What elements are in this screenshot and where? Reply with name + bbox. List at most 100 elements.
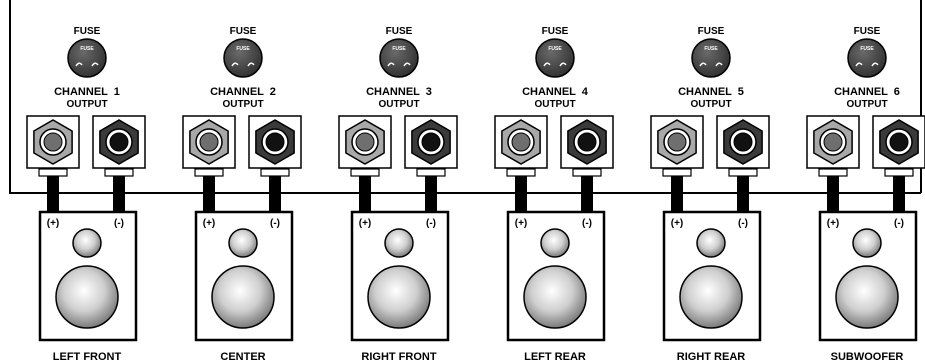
minus-label: (-) bbox=[582, 218, 592, 229]
channel-title: CHANNEL 2 bbox=[210, 86, 276, 98]
tweeter-icon bbox=[696, 228, 726, 258]
negative-terminal[interactable] bbox=[872, 115, 925, 177]
amplifier-panel bbox=[9, 0, 921, 194]
fuse-icon bbox=[223, 38, 263, 78]
fuse-holder[interactable]: FUSE bbox=[847, 38, 887, 78]
negative-terminal-hole bbox=[733, 132, 753, 152]
woofer-icon bbox=[211, 265, 275, 329]
minus-label: (-) bbox=[894, 218, 904, 229]
output-label: OUTPUT bbox=[534, 99, 575, 110]
positive-terminal-base bbox=[194, 168, 224, 177]
negative-terminal-base bbox=[416, 168, 446, 177]
fuse-icon bbox=[379, 38, 419, 78]
negative-terminal[interactable] bbox=[92, 115, 146, 177]
output-label: OUTPUT bbox=[846, 99, 887, 110]
positive-terminal-hole bbox=[823, 132, 843, 152]
speaker-cabinet: (+)(-) bbox=[38, 210, 138, 342]
speaker-label: CENTER bbox=[220, 351, 265, 363]
negative-terminal-base bbox=[728, 168, 758, 177]
speaker-label: SUBWOOFER bbox=[831, 351, 904, 363]
speaker-label: LEFT REAR bbox=[524, 351, 586, 363]
positive-terminal-hole bbox=[667, 132, 687, 152]
plus-label: (+) bbox=[671, 218, 684, 229]
fuse-label: FUSE bbox=[698, 26, 725, 37]
channel-title: CHANNEL 6 bbox=[834, 86, 900, 98]
negative-terminal[interactable] bbox=[560, 115, 614, 177]
woofer-icon bbox=[55, 265, 119, 329]
speaker-cabinet: (+)(-) bbox=[818, 210, 918, 342]
positive-terminal[interactable] bbox=[26, 115, 80, 177]
fuse-cap-marks bbox=[75, 62, 99, 67]
tweeter-icon bbox=[852, 228, 882, 258]
minus-label: (-) bbox=[114, 218, 124, 229]
fuse-cap-marks bbox=[855, 62, 879, 67]
minus-label: (-) bbox=[426, 218, 436, 229]
woofer-icon bbox=[835, 265, 899, 329]
tweeter-icon bbox=[384, 228, 414, 258]
negative-terminal-base bbox=[572, 168, 602, 177]
minus-label: (-) bbox=[270, 218, 280, 229]
positive-terminal[interactable] bbox=[338, 115, 392, 177]
fuse-icon bbox=[691, 38, 731, 78]
positive-terminal[interactable] bbox=[182, 115, 236, 177]
plus-label: (+) bbox=[359, 218, 372, 229]
fuse-cap-text: FUSE bbox=[80, 46, 94, 52]
speaker-label: RIGHT FRONT bbox=[361, 351, 436, 363]
fuse-holder[interactable]: FUSE bbox=[691, 38, 731, 78]
positive-terminal[interactable] bbox=[494, 115, 548, 177]
fuse-cap-text: FUSE bbox=[548, 46, 562, 52]
fuse-cap-text: FUSE bbox=[236, 46, 250, 52]
fuse-cap-marks bbox=[231, 62, 255, 67]
fuse-cap-marks bbox=[543, 62, 567, 67]
positive-terminal-base bbox=[818, 168, 848, 177]
speaker-label: LEFT FRONT bbox=[53, 351, 122, 363]
tweeter-icon bbox=[72, 228, 102, 258]
speaker-cabinet: (+) (-) bbox=[350, 210, 450, 342]
negative-terminal-hole bbox=[265, 132, 285, 152]
fuse-holder[interactable]: FUSE bbox=[535, 38, 575, 78]
negative-terminal-hole bbox=[109, 132, 129, 152]
positive-terminal-base bbox=[662, 168, 692, 177]
plus-label: (+) bbox=[203, 218, 216, 229]
channel-title: CHANNEL 4 bbox=[522, 86, 589, 98]
woofer-icon bbox=[367, 265, 431, 329]
positive-terminal-hole bbox=[199, 132, 219, 152]
plus-label: (+) bbox=[515, 218, 528, 229]
positive-terminal-base bbox=[350, 168, 380, 177]
negative-terminal[interactable] bbox=[716, 115, 770, 177]
woofer-icon bbox=[523, 265, 587, 329]
output-label: OUTPUT bbox=[222, 99, 263, 110]
fuse-cap-marks bbox=[387, 62, 411, 67]
positive-terminal-base bbox=[506, 168, 536, 177]
fuse-holder[interactable]: FUSE bbox=[67, 38, 107, 78]
negative-terminal-hole bbox=[577, 132, 597, 152]
minus-label: (-) bbox=[738, 218, 748, 229]
positive-terminal-hole bbox=[43, 132, 63, 152]
negative-terminal-base bbox=[884, 168, 914, 177]
speaker-cabinet: (+) (-) bbox=[194, 210, 294, 342]
positive-terminal[interactable] bbox=[806, 115, 860, 177]
fuse-holder[interactable]: FUSE bbox=[223, 38, 263, 78]
negative-terminal-hole bbox=[421, 132, 441, 152]
negative-terminal[interactable] bbox=[248, 115, 302, 177]
fuse-label: FUSE bbox=[230, 26, 257, 37]
fuse-holder[interactable]: FUSE bbox=[379, 38, 419, 78]
negative-terminal-base bbox=[260, 168, 290, 177]
woofer-icon bbox=[679, 265, 743, 329]
positive-terminal[interactable] bbox=[650, 115, 704, 177]
tweeter-icon bbox=[228, 228, 258, 258]
negative-terminal-hole bbox=[889, 132, 909, 152]
channel-title: CHANNEL 1 bbox=[54, 86, 120, 98]
output-label: OUTPUT bbox=[66, 99, 107, 110]
positive-terminal-base bbox=[38, 168, 68, 177]
fuse-cap-text: FUSE bbox=[860, 46, 874, 52]
negative-terminal[interactable] bbox=[404, 115, 458, 177]
channel-title: CHANNEL 3 bbox=[366, 86, 432, 98]
